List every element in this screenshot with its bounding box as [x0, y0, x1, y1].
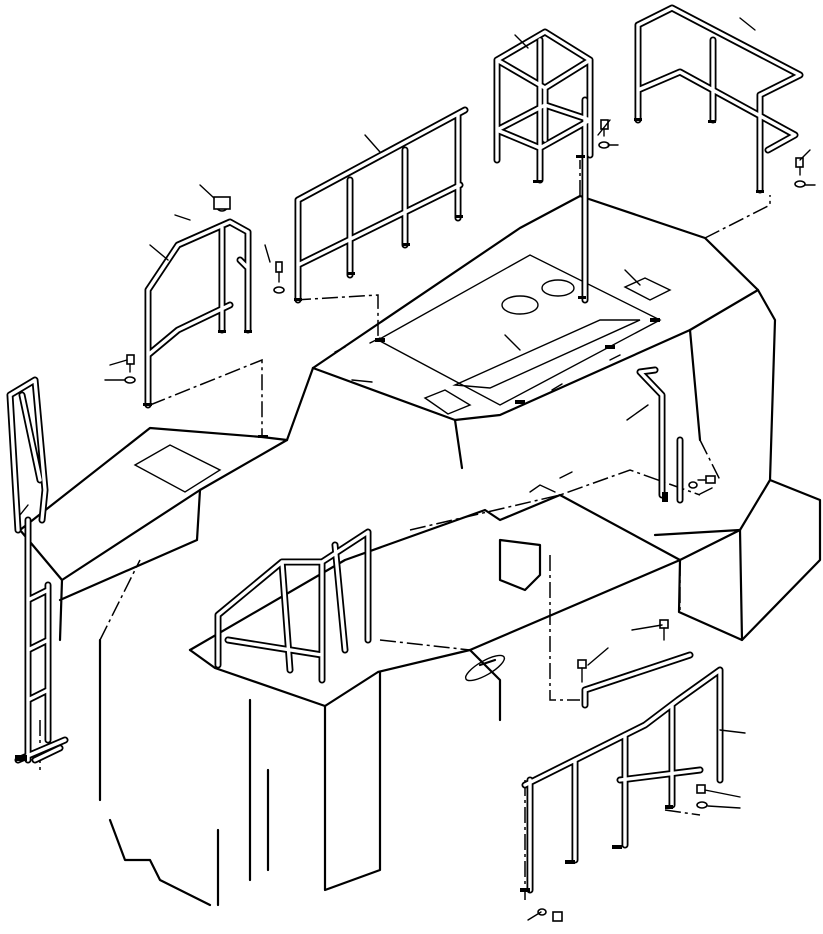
washer-icon [688, 481, 698, 489]
bolt-icon [697, 475, 716, 484]
bolt-icon [126, 354, 135, 373]
washer-icon [273, 286, 285, 294]
bolt-icon [275, 261, 283, 283]
leader-lines [19, 17, 816, 921]
top-right-handrail [634, 4, 804, 194]
bolt-icon [659, 619, 669, 641]
assembly-center-lines [39, 160, 771, 900]
washer-icon [696, 801, 708, 809]
detail-marks [15, 118, 764, 892]
bolt-icon [213, 196, 231, 212]
cab-grab-handle [636, 366, 684, 504]
bolt-icon [577, 659, 587, 683]
bolt-icon [600, 119, 609, 137]
rear-handrail [521, 666, 724, 894]
fasteners [124, 119, 806, 922]
main-deck-body [18, 194, 822, 907]
bolt-icon [696, 784, 706, 794]
top-center-handrail [294, 106, 469, 304]
washer-icon [794, 180, 806, 188]
left-ladder [6, 376, 69, 764]
left-side-handrail [144, 218, 252, 409]
rear-step-bar [581, 651, 694, 709]
front-deck-handrail [214, 528, 372, 684]
washer-icon [124, 376, 136, 384]
bolt-icon [552, 911, 563, 922]
top-box-guard [493, 28, 594, 304]
washer-icon [537, 908, 547, 916]
bolt-icon [795, 157, 804, 176]
